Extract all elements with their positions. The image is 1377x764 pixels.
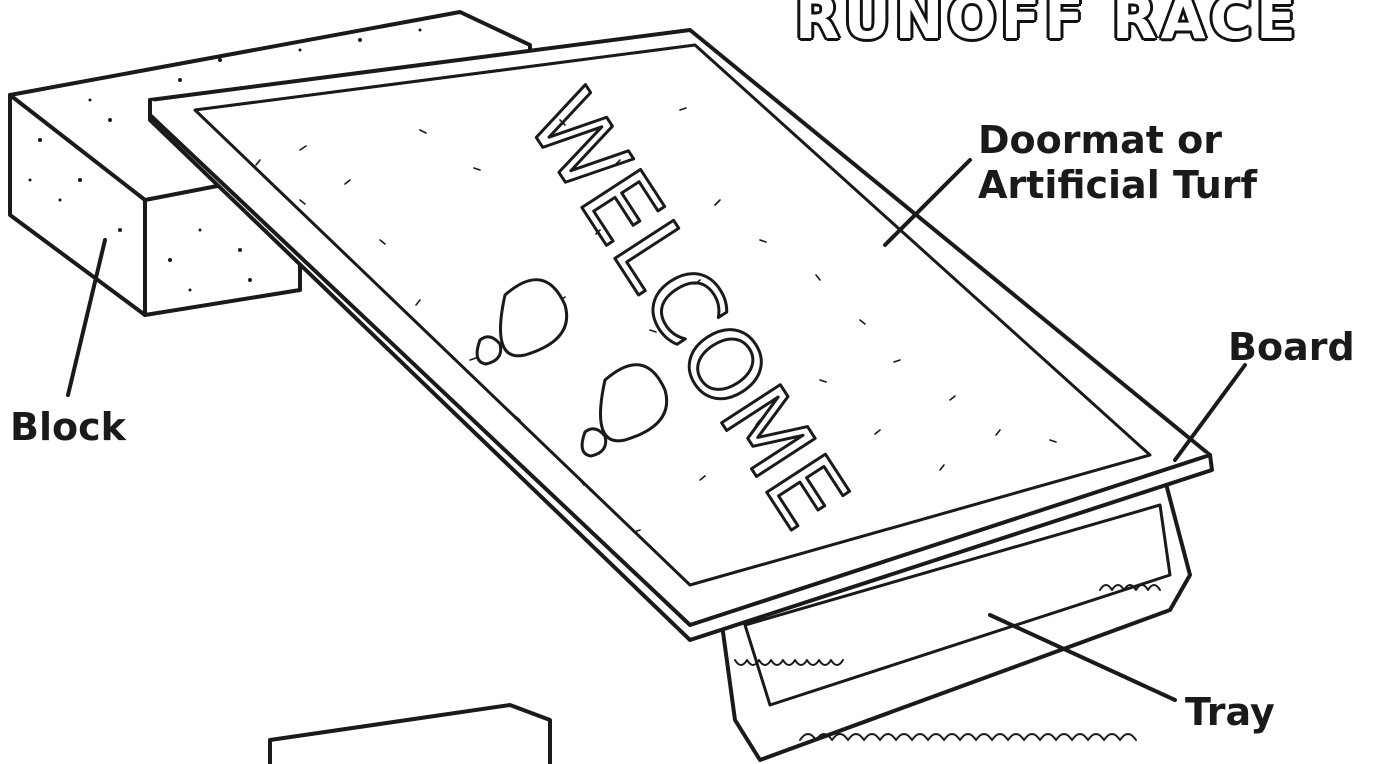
- board-leader-line: [1175, 365, 1245, 460]
- label-board: Board: [1228, 325, 1355, 370]
- label-doormat: Doormat or Artificial Turf: [978, 118, 1257, 208]
- label-doormat-line1: Doormat or: [978, 118, 1257, 163]
- lower-block-shape: [270, 705, 550, 764]
- label-block: Block: [10, 405, 126, 450]
- label-doormat-line2: Artificial Turf: [978, 163, 1257, 208]
- label-tray: Tray: [1185, 690, 1275, 735]
